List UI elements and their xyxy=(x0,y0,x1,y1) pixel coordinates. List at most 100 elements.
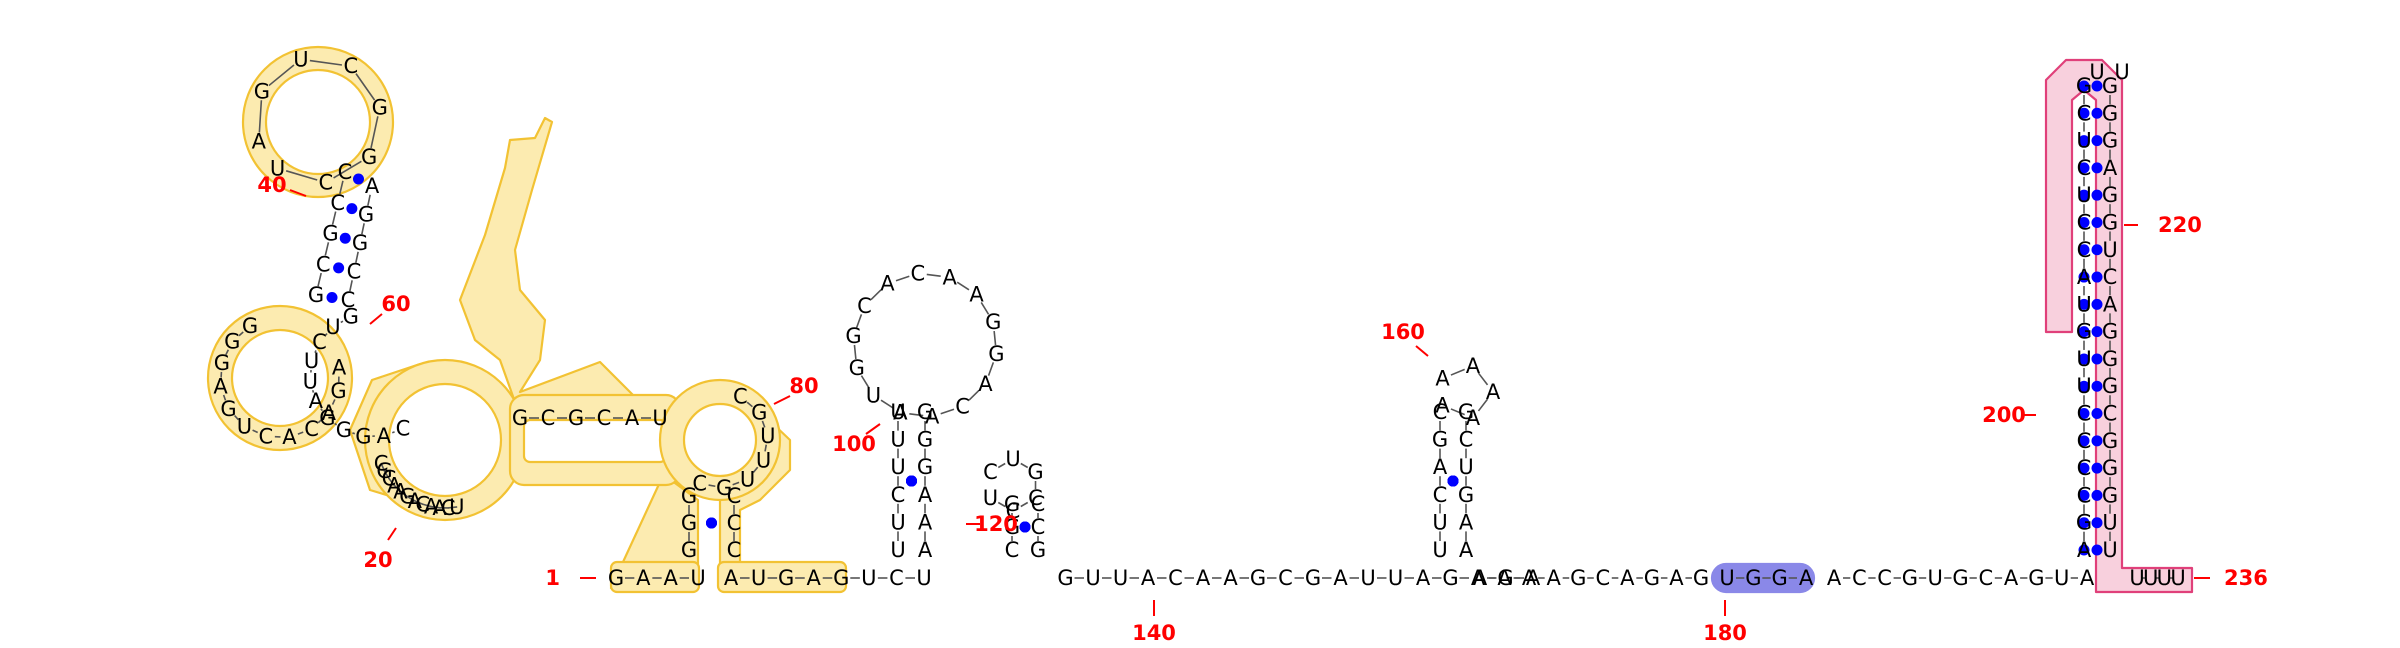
base-pair-dot xyxy=(2091,271,2103,283)
nucleotide: U xyxy=(2076,292,2091,316)
position-tick xyxy=(773,395,791,405)
nucleotide: G xyxy=(254,79,270,103)
base-pair-dot xyxy=(2091,517,2103,529)
nucleotide: G xyxy=(845,324,861,348)
nucleotide: G xyxy=(716,476,732,500)
base-pair-dot xyxy=(2091,107,2103,119)
base-pair-dot xyxy=(2078,380,2090,392)
nucleotide: U xyxy=(2089,60,2104,84)
nucleotide: A xyxy=(1473,566,1488,590)
nucleotide: G xyxy=(1432,428,1448,452)
nucleotide: G xyxy=(1442,566,1458,590)
nucleotide: A xyxy=(1522,566,1537,590)
nucleotide: U xyxy=(890,510,905,534)
backbone-link xyxy=(909,412,924,417)
nucleotide: U xyxy=(1085,566,1100,590)
base-pair-dot xyxy=(339,232,351,244)
nucleotide: G xyxy=(917,400,933,424)
position-label: 120 xyxy=(974,512,1018,536)
nucleotide: C xyxy=(2103,265,2118,289)
nucleotide: C xyxy=(330,191,345,215)
backbone-link xyxy=(324,333,328,336)
nucleotide: A xyxy=(918,538,933,562)
base-pair-dot xyxy=(2078,298,2090,310)
nucleotide: C xyxy=(733,384,748,408)
backbone-link xyxy=(732,481,740,486)
nucleotide: C xyxy=(910,261,925,285)
nucleotide: C xyxy=(344,54,359,78)
base-pair-dot xyxy=(346,203,358,215)
nucleotide: G xyxy=(2102,210,2118,234)
backbone-link xyxy=(355,251,359,263)
nucleotide: G xyxy=(2102,183,2118,207)
nucleotide: G xyxy=(1952,566,1968,590)
nucleotide: G xyxy=(1004,515,1020,539)
backbone-link xyxy=(333,160,362,179)
nucleotide: U xyxy=(756,448,771,472)
base-pair-dot xyxy=(1019,521,1031,533)
backbone-link xyxy=(1450,408,1465,416)
backbone-link xyxy=(268,64,295,87)
nucleotide: G xyxy=(2102,129,2118,153)
position-label: 200 xyxy=(1982,403,2026,427)
nucleotide: G xyxy=(751,400,767,424)
nucleotide: U xyxy=(1005,447,1020,471)
position-tick xyxy=(865,423,881,435)
nucleotide: U xyxy=(1432,510,1447,534)
nucleotide: G xyxy=(917,455,933,479)
backbone-link xyxy=(980,301,990,315)
nucleotide: U xyxy=(2170,566,2185,590)
backbone-link xyxy=(1020,501,1029,508)
base-pair-dot xyxy=(2091,353,2103,365)
nucleotide: C xyxy=(2077,483,2092,507)
backbone-link xyxy=(422,503,432,508)
nucleotide: A xyxy=(1435,367,1450,391)
nucleotide: G xyxy=(2102,374,2118,398)
position-label: 1 xyxy=(545,566,560,590)
highlight-region xyxy=(264,68,372,176)
nucleotide: U xyxy=(2143,566,2158,590)
nucleotide: C xyxy=(727,511,742,535)
nucleotide: U xyxy=(760,424,775,448)
backbone-link xyxy=(331,211,337,225)
nucleotide: U xyxy=(1113,566,1128,590)
nucleotide: C xyxy=(415,492,430,516)
position-label: 220 xyxy=(2158,213,2202,237)
backbone-link xyxy=(860,375,870,389)
backbone-link xyxy=(367,194,371,206)
nucleotide: G xyxy=(361,145,377,169)
nucleotide: A xyxy=(2004,566,2019,590)
nucleotide: G xyxy=(1250,566,1266,590)
base-pair-dot xyxy=(2091,326,2103,338)
backbone-link xyxy=(309,59,343,66)
nucleotide: G xyxy=(608,566,624,590)
nucleotide: G xyxy=(376,459,392,483)
nucleotide: A xyxy=(1466,354,1481,378)
nucleotide: A xyxy=(942,265,957,289)
nucleotide: G xyxy=(322,222,338,246)
nucleotide: G xyxy=(1644,566,1660,590)
nucleotide: U xyxy=(2157,566,2172,590)
base-pair-dot xyxy=(2078,435,2090,447)
backbone-link xyxy=(393,484,402,493)
highlight-region xyxy=(230,328,330,428)
backbone-link xyxy=(340,320,344,324)
base-pair-dot xyxy=(2091,80,2103,92)
nucleotide: U xyxy=(652,406,667,430)
backbone-link xyxy=(746,401,753,408)
nucleotide: A xyxy=(309,389,324,413)
base-pair-dot xyxy=(2091,298,2103,310)
nucleotide: U xyxy=(861,566,876,590)
nucleotide: C xyxy=(374,451,389,475)
backbone-link xyxy=(222,394,227,401)
position-tick xyxy=(387,527,397,541)
nucleotide: C xyxy=(983,460,998,484)
base-pair-dot xyxy=(2091,462,2103,474)
nucleotide: A xyxy=(2077,538,2092,562)
highlight-region xyxy=(2044,58,2194,594)
backbone-link xyxy=(355,73,376,101)
nucleotide: G xyxy=(917,428,933,452)
base-pair-dot xyxy=(2078,489,2090,501)
position-label: 180 xyxy=(1703,621,1747,645)
nucleotide: G xyxy=(681,538,697,562)
